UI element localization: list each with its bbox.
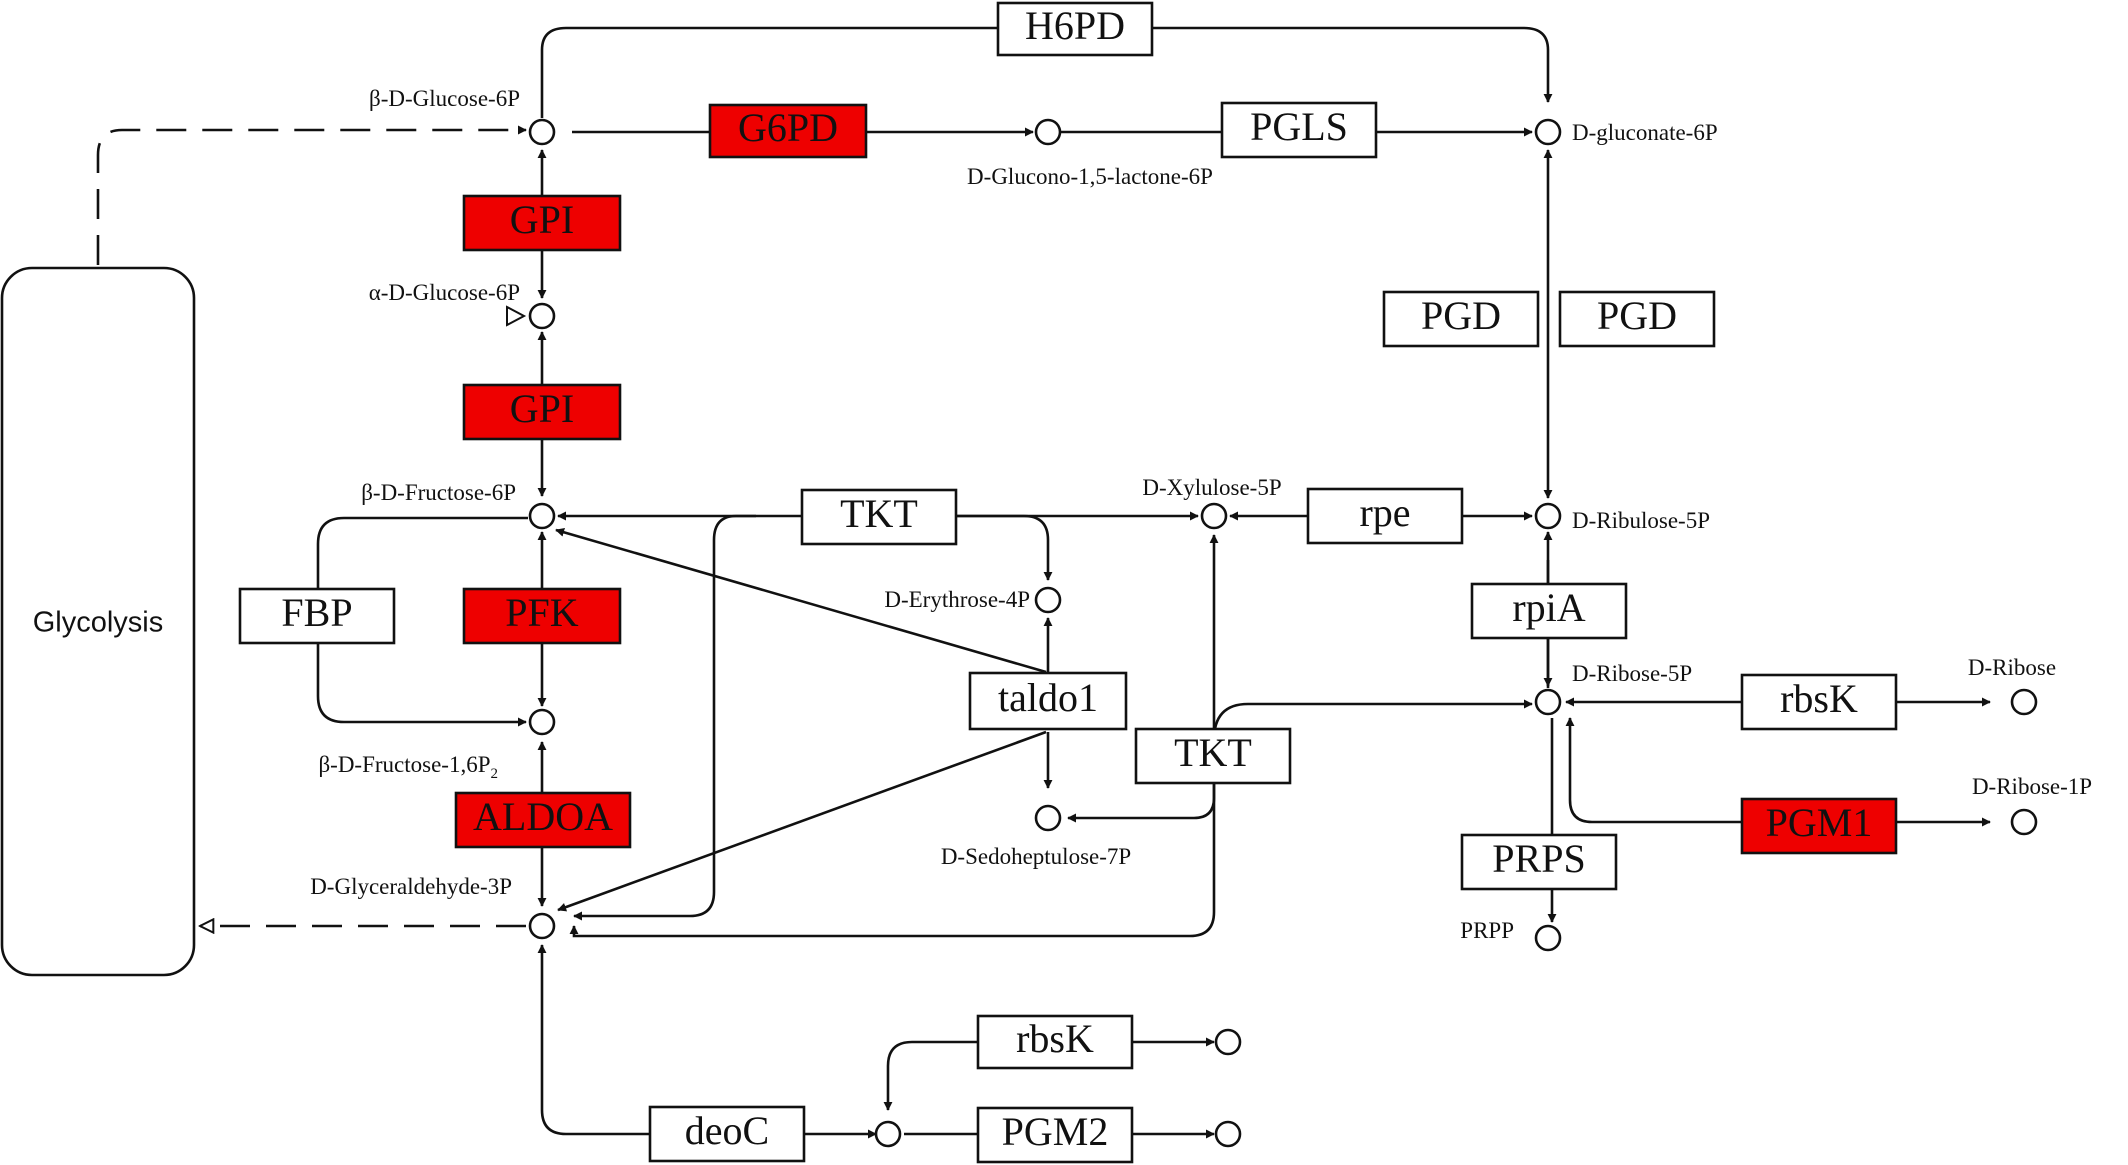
label-a-d-glucose-6p: α-D-Glucose-6P [369, 280, 520, 305]
enzyme-pgd-right-label: PGD [1597, 293, 1677, 338]
glycolysis-pathway-node[interactable]: Glycolysis [0, 266, 196, 977]
enzyme-pgd-right[interactable]: PGD [1558, 290, 1716, 348]
node-d-ribose-1p[interactable] [2010, 808, 2038, 836]
enzyme-rpia-label: rpiA [1512, 585, 1585, 630]
node-b-d-glucose-6p[interactable] [528, 118, 556, 146]
label-d-glucono-lactone-6p: D-Glucono-1,5-lactone-6P [967, 164, 1213, 189]
reaction-lines [96, 26, 1991, 1139]
enzyme-deoc[interactable]: deoC [648, 1105, 806, 1163]
node-d-glucono-lactone-6p[interactable] [1034, 118, 1062, 146]
label-d-xylulose-5p: D-Xylulose-5P [1142, 475, 1281, 500]
label-d-ribose: D-Ribose [1968, 655, 2056, 680]
label-d-glyceraldehyde-3p: D-Glyceraldehyde-3P [310, 874, 512, 899]
label-d-ribulose-5p: D-Ribulose-5P [1572, 508, 1710, 533]
enzyme-fbp-label: FBP [281, 590, 352, 635]
enzyme-h6pd[interactable]: H6PD [996, 1, 1154, 57]
enzyme-g6pd-label: G6PD [738, 105, 838, 150]
enzyme-rpe[interactable]: rpe [1306, 487, 1464, 545]
enzyme-tkt-upper-label: TKT [840, 491, 918, 536]
glycolysis-to-glucose6p-line [96, 125, 527, 265]
enzyme-tkt-upper[interactable]: TKT [800, 488, 958, 546]
label-d-ribose-1p: D-Ribose-1P [1972, 774, 2092, 799]
node-deoc-product[interactable] [874, 1120, 902, 1148]
node-d-xylulose-5p[interactable] [1200, 502, 1228, 530]
rbsk-lower-reaction-line [883, 1037, 1215, 1111]
enzyme-prps[interactable]: PRPS [1460, 833, 1618, 891]
enzyme-gpi-lower-label: GPI [510, 386, 574, 431]
node-prpp[interactable] [1534, 924, 1562, 952]
enzyme-pgm2[interactable]: PGM2 [976, 1106, 1134, 1164]
alpha-glucose-triangle-icon [506, 305, 527, 327]
enzyme-rbsk-lower-label: rbsK [1016, 1016, 1094, 1061]
enzyme-tkt-lower-label: TKT [1174, 730, 1252, 775]
label-d-ribose-5p: D-Ribose-5P [1572, 661, 1692, 686]
node-a-d-glucose-6p[interactable] [528, 302, 556, 330]
enzyme-rbsk-ribose[interactable]: rbsK [1740, 673, 1898, 731]
enzyme-taldo1-label: taldo1 [998, 675, 1098, 720]
node-d-erythrose-4p[interactable] [1034, 586, 1062, 614]
node-d-ribose[interactable] [2010, 688, 2038, 716]
pgm1-reaction-line [1565, 717, 1991, 827]
enzyme-fbp[interactable]: FBP [238, 587, 396, 645]
enzyme-rpe-label: rpe [1359, 490, 1410, 535]
label-d-sedoheptulose-7p: D-Sedoheptulose-7P [941, 844, 1131, 869]
enzyme-h6pd-label: H6PD [1025, 3, 1125, 48]
tkt-upper-glyceraldehyde-branch [573, 514, 756, 921]
enzyme-g6pd[interactable]: G6PD [708, 103, 868, 159]
node-b-d-fructose-16p2[interactable] [528, 708, 556, 736]
enzyme-pgls-label: PGLS [1250, 104, 1348, 149]
label-d-erythrose-4p: D-Erythrose-4P [884, 587, 1030, 612]
enzyme-pgm1[interactable]: PGM1 [1740, 797, 1898, 855]
label-b-d-fructose-16p2: β-D-Fructose-1,6P2 [318, 752, 498, 782]
enzyme-aldoa-label: ALDOA [473, 794, 613, 839]
enzyme-gpi-lower[interactable]: GPI [462, 383, 622, 441]
tkt-upper-erythrose-branch [956, 514, 1053, 581]
enzyme-gpi-upper[interactable]: GPI [462, 194, 622, 252]
tkt-lower-glyceraldehyde-line [569, 780, 1216, 938]
enzyme-pgm2-label: PGM2 [1002, 1109, 1109, 1154]
node-d-ribulose-5p[interactable] [1534, 502, 1562, 530]
taldo1-fructose6p-line [555, 527, 1047, 674]
label-b-d-fructose-16p2-main: β-D-Fructose-1,6P [318, 752, 490, 777]
enzyme-pgm1-label: PGM1 [1766, 800, 1873, 845]
enzyme-tkt-lower[interactable]: TKT [1134, 727, 1292, 785]
node-b-d-fructose-6p[interactable] [528, 502, 556, 530]
label-b-d-glucose-6p: β-D-Glucose-6P [369, 86, 520, 111]
enzyme-deoc-label: deoC [685, 1108, 769, 1153]
enzyme-rbsk-lower[interactable]: rbsK [976, 1014, 1134, 1070]
glycolysis-label: Glycolysis [33, 607, 164, 639]
enzyme-gpi-upper-label: GPI [510, 197, 574, 242]
label-d-gluconate-6p: D-gluconate-6P [1572, 120, 1718, 145]
node-pgm2-product[interactable] [1214, 1120, 1242, 1148]
enzyme-pgls[interactable]: PGLS [1220, 101, 1378, 159]
node-d-gluconate-6p[interactable] [1534, 118, 1562, 146]
enzyme-prps-label: PRPS [1492, 836, 1585, 881]
enzyme-pgd-left[interactable]: PGD [1382, 290, 1540, 348]
label-b-d-fructose-6p: β-D-Fructose-6P [361, 480, 516, 505]
node-d-sedoheptulose-7p[interactable] [1034, 804, 1062, 832]
enzyme-pgd-left-label: PGD [1421, 293, 1501, 338]
enzyme-taldo1[interactable]: taldo1 [968, 671, 1128, 731]
node-d-ribose-5p[interactable] [1534, 688, 1562, 716]
enzyme-rpia[interactable]: rpiA [1470, 582, 1628, 640]
taldo1-glyceraldehyde-line [557, 730, 1047, 912]
node-d-glyceraldehyde-3p[interactable] [528, 912, 556, 940]
enzyme-aldoa[interactable]: ALDOA [454, 791, 632, 849]
deoc-reaction-line [537, 944, 877, 1139]
label-b-d-fructose-16p2-subscript: 2 [491, 766, 499, 782]
enzyme-pfk[interactable]: PFK [462, 587, 622, 645]
node-rbsk-product[interactable] [1214, 1028, 1242, 1056]
enzyme-rbsk-ribose-label: rbsK [1780, 676, 1858, 721]
enzyme-pfk-label: PFK [505, 590, 578, 635]
label-prpp: PRPP [1460, 918, 1514, 943]
